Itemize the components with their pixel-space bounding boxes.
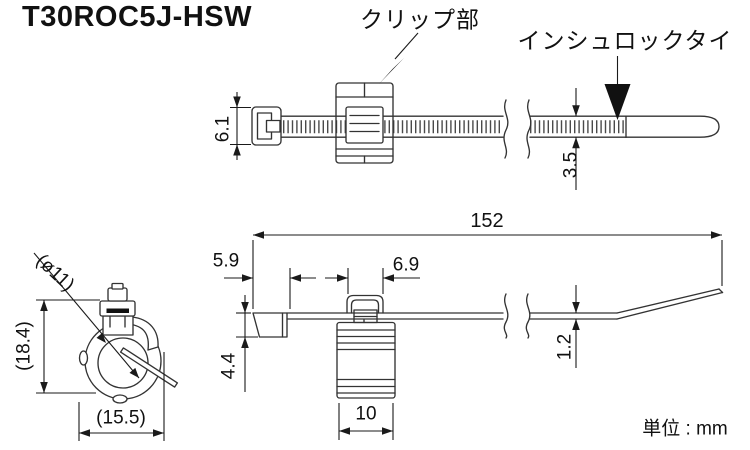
break-line	[525, 293, 531, 339]
clip-top	[335, 82, 394, 164]
ring-bottom-tab	[112, 394, 128, 404]
side-view-drawing	[224, 231, 724, 440]
clip-pointer-arrow-icon	[379, 32, 419, 84]
head-slot-bar	[106, 308, 129, 313]
dim-head-width-label: 6.1	[212, 115, 234, 143]
tie-head-front	[99, 282, 136, 336]
break-line	[503, 293, 509, 339]
clip-callout-label: クリップ部	[360, 6, 480, 33]
tie-strap-side	[286, 288, 724, 339]
clip-side	[336, 294, 396, 399]
ring-left-tab	[78, 350, 89, 366]
break-line	[526, 99, 532, 159]
dim-inner-diameter-graphic	[33, 252, 140, 379]
dim-overall-height-graphic	[36, 299, 100, 394]
tail-tip	[625, 115, 720, 138]
dim-overall-length-label: 152	[470, 210, 504, 232]
tie-head-top	[251, 106, 282, 146]
dim-head-width-graphic	[230, 92, 251, 160]
front-view-drawing	[33, 252, 179, 441]
unit-label: 単位 : mm	[642, 418, 728, 440]
dim-head-length-graphic	[224, 268, 316, 309]
top-view-drawing	[230, 32, 720, 190]
dim-overall-width-graphic	[78, 352, 165, 441]
tie-pointer-arrow-icon	[604, 56, 631, 120]
tie-head-side	[252, 312, 288, 338]
dim-head-depth-graphic	[236, 295, 258, 392]
dim-head-depth-label: 4.4	[218, 352, 240, 380]
dim-overall-length-graphic	[252, 231, 723, 309]
dim-strap-thickness-graphic	[572, 285, 580, 368]
dim-strap-thickness-label: 1.2	[554, 333, 576, 361]
dim-head-length-label: 5.9	[212, 250, 240, 272]
dim-clip-neck-width-label: 6.9	[392, 254, 420, 276]
ring-hook	[128, 316, 159, 351]
dim-overall-width-label: (15.5)	[96, 407, 146, 429]
dim-strap-width-label: 3.5	[560, 151, 582, 179]
dim-overall-height-label: (18.4)	[13, 321, 35, 371]
dim-clip-neck-width-graphic	[325, 268, 420, 294]
dim-clip-body-width-label: 10	[355, 403, 377, 425]
tie-callout-label: インシュロックタイ	[517, 27, 733, 54]
dim-strap-width-graphic	[572, 88, 580, 190]
break-line	[503, 99, 509, 159]
dim-clip-body-width-graphic	[338, 403, 394, 440]
ring-latch-tongue	[119, 347, 179, 388]
part-number-title: T30ROC5J-HSW	[22, 1, 252, 33]
